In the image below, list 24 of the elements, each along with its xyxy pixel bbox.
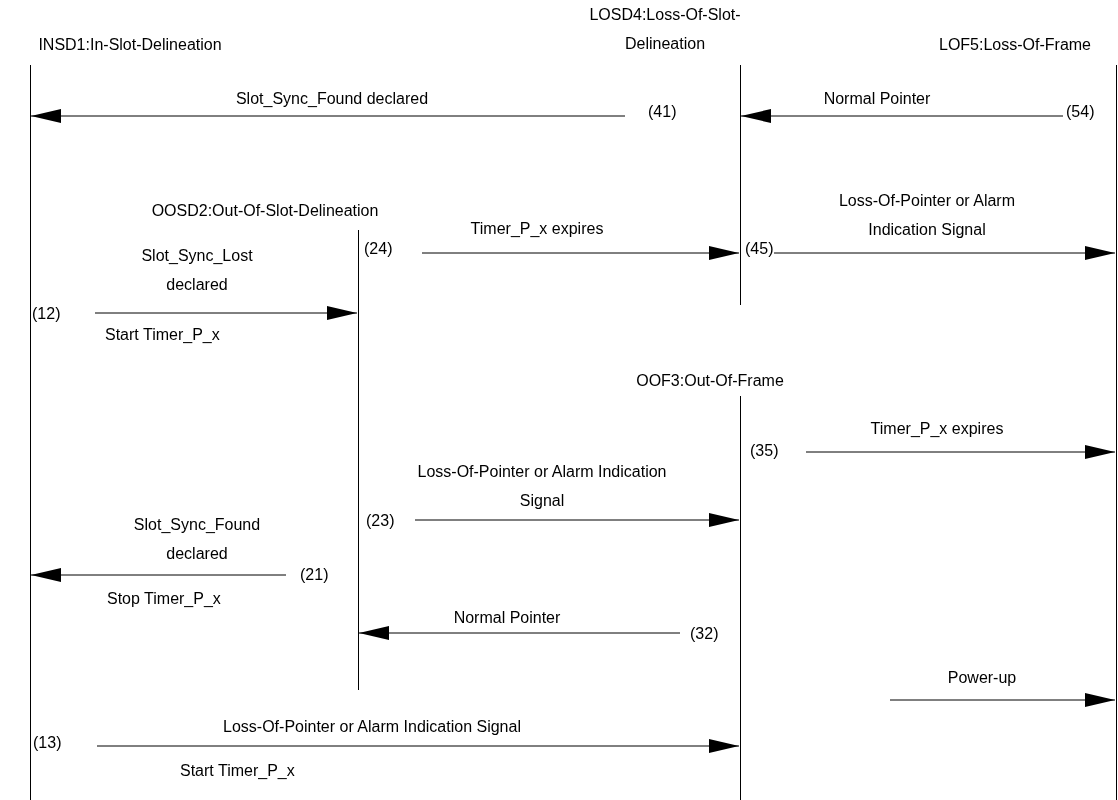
arrow [421,246,740,260]
action-text: Start Timer_P_x [180,762,295,780]
state-name: OOF3:Out-Of-Frame [635,371,785,391]
state-name: OOSD2:Out-Of-Slot-Delineation [150,201,380,221]
arrow [94,306,358,320]
state-name: INSD1:In-Slot-Delineation [37,35,223,55]
transition-number: (21) [300,566,329,584]
state-name: LOF5:Loss-Of-Frame [938,35,1092,55]
transition-number: (54) [1066,103,1095,121]
arrow [889,693,1116,707]
transition-number: (41) [648,103,677,121]
transition-number: (32) [690,625,719,643]
arrow [805,445,1116,459]
action-text: Stop Timer_P_x [107,590,221,608]
arrow [740,109,1064,123]
arrow [30,568,287,582]
arrow [96,739,740,753]
state-name: LOSD4:Loss-Of-Slot-Delineation [588,5,742,54]
arrow [358,626,681,640]
arrow [30,109,626,123]
arrow [414,513,740,527]
arrow [773,246,1116,260]
transition-number: (45) [745,240,774,258]
action-text: Start Timer_P_x [105,326,220,344]
